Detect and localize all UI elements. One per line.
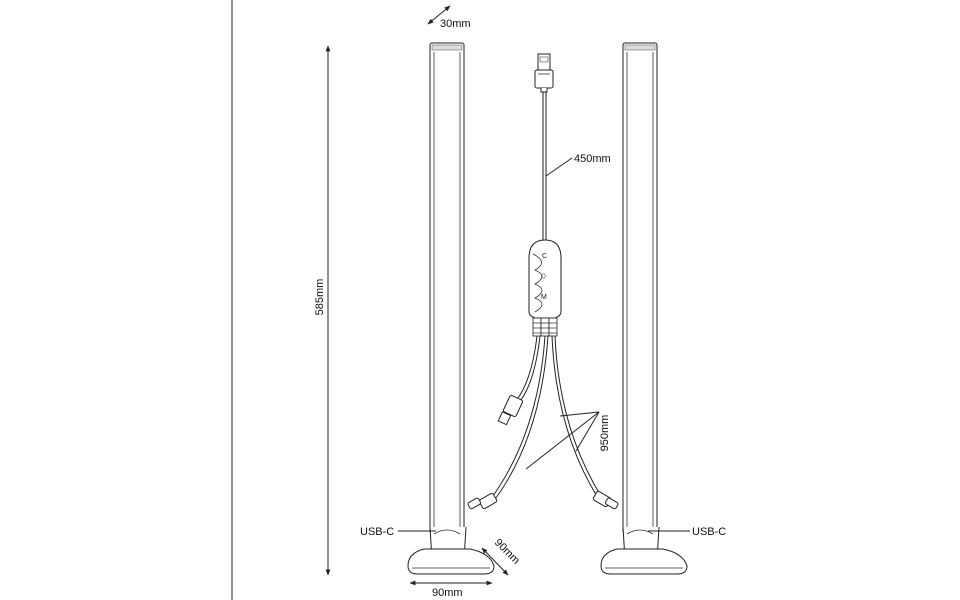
bar-width-label: 30mm <box>440 18 471 30</box>
usb-a-plug <box>534 53 554 93</box>
left-bar-base <box>407 526 495 575</box>
usb-cable-length-callout: 450mm <box>545 153 611 177</box>
bar-width-dimension: 30mm <box>427 5 471 30</box>
right-usb-c-callout: USB-C <box>648 526 726 538</box>
base-depth-label: 90mm <box>492 537 522 567</box>
usb-cable <box>542 92 547 245</box>
base-width-dimension: 90mm <box>409 580 493 599</box>
left-usb-c-label: USB-C <box>360 526 394 538</box>
usb-cable-length-label: 450mm <box>574 153 611 165</box>
height-dimension: 585mm <box>314 45 331 576</box>
controller-button-mid[interactable]: ◇ <box>541 273 547 280</box>
controller-strain-reliefs <box>532 317 558 337</box>
split-cable-length-label: 950mm <box>599 415 611 452</box>
height-label: 585mm <box>314 279 326 316</box>
base-width-label: 90mm <box>432 587 463 599</box>
split-cable-length-callout: 950mm <box>525 411 611 470</box>
connector-plug-left <box>467 492 498 510</box>
controller-button-c[interactable]: C <box>542 253 547 260</box>
right-usb-c-label: USB-C <box>692 526 726 538</box>
right-light-bar <box>622 42 658 534</box>
left-light-bar <box>429 42 465 534</box>
split-cables <box>489 335 602 503</box>
right-bar-base <box>600 526 688 575</box>
connector-plug-right <box>592 490 619 510</box>
left-usb-c-callout: USB-C <box>360 526 436 538</box>
controller: C ◇ M <box>528 239 562 319</box>
connector-plug-short <box>497 395 523 426</box>
controller-button-m[interactable]: M <box>541 294 547 301</box>
